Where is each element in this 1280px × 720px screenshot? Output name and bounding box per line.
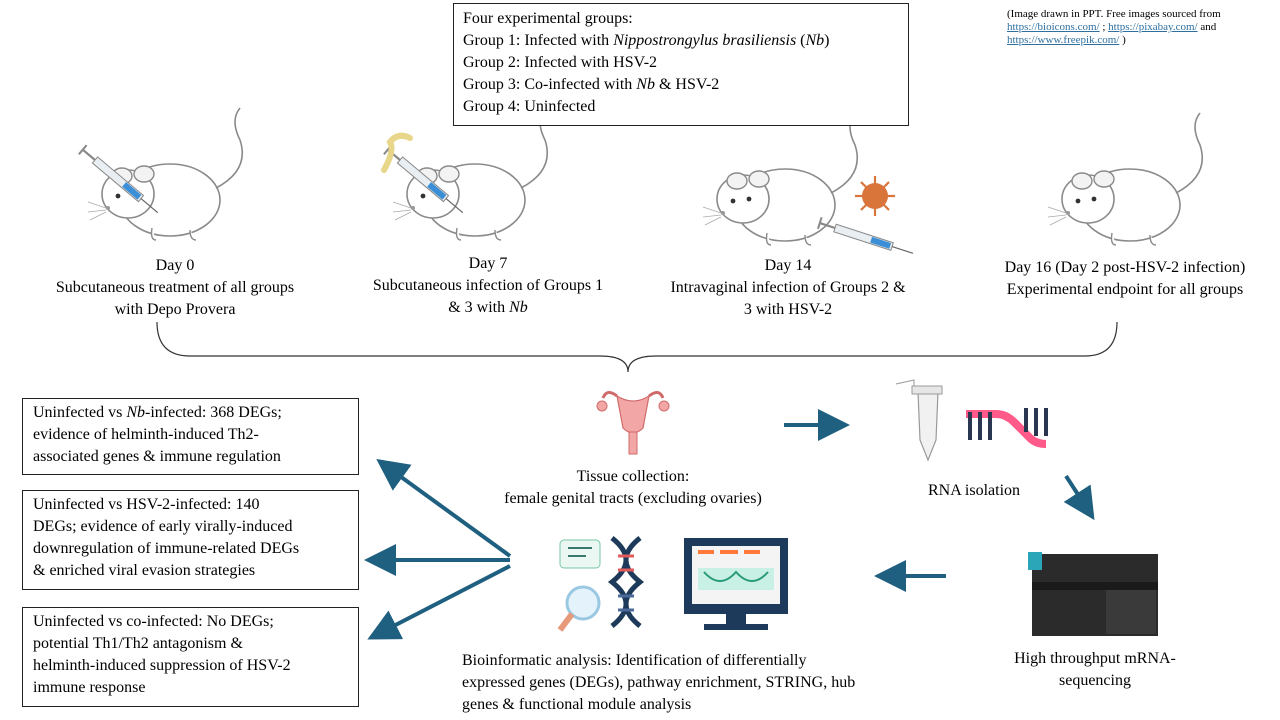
timeline-day7: Day 7 Subcutaneous infection of Groups 1… xyxy=(372,255,604,316)
group-2: Group 2: Infected with HSV-2 xyxy=(463,54,658,71)
mouse-day7-icon xyxy=(381,107,549,241)
group-1: Group 1: Infected with Nippostrongylus b… xyxy=(463,32,830,49)
group-4: Group 4: Uninfected xyxy=(463,98,596,115)
timeline-day0: Day 0 Subcutaneous treatment of all grou… xyxy=(55,257,295,318)
mouse-day14-icon xyxy=(702,112,916,261)
rna-isolation-label: RNA isolation xyxy=(928,482,1021,499)
experimental-groups-box: Four experimental groups: Group 1: Infec… xyxy=(453,3,909,126)
group-3: Group 3: Co-infected with Nb & HSV-2 xyxy=(463,76,720,93)
pixabay-link[interactable]: https://pixabay.com/ xyxy=(1108,21,1198,33)
result-box-hsv2: Uninfected vs HSV-2-infected: 140 DEGs; … xyxy=(22,490,359,590)
arrow-to-result-3 xyxy=(367,564,511,640)
arrow-rna-to-seq xyxy=(1063,474,1095,521)
uterus-icon xyxy=(596,391,670,455)
groups-title: Four experimental groups: xyxy=(463,10,633,27)
bioinformatic-analysis-label: Bioinformatic analysis: Identification o… xyxy=(462,652,856,713)
result-box-nb: Uninfected vs Nb-infected: 368 DEGs; evi… xyxy=(22,398,359,475)
timeline-day16: Day 16 (Day 2 post-HSV-2 infection) Expe… xyxy=(1004,259,1246,298)
dna-analysis-icon xyxy=(557,536,645,632)
mouse-day0-icon xyxy=(77,107,244,241)
timeline-brace xyxy=(156,321,1118,373)
tissue-collection-label: Tissue collection: female genital tracts… xyxy=(504,468,762,507)
sequencer-icon xyxy=(1028,552,1158,636)
bioicons-link[interactable]: https://bioicons.com/ xyxy=(1007,21,1100,33)
computer-monitor-icon xyxy=(684,538,788,630)
arrow-to-result-1 xyxy=(376,458,512,558)
mouse-day16-icon xyxy=(1047,112,1204,246)
timeline-day14: Day 14 Intravaginal infection of Groups … xyxy=(670,257,906,318)
image-credit: (Image drawn in PPT. Free images sourced… xyxy=(1007,8,1221,46)
freepik-link[interactable]: https://www.freepik.com/ xyxy=(1007,34,1120,46)
result-box-coinfected: Uninfected vs co-infected: No DEGs; pote… xyxy=(22,607,359,707)
rna-tube-icon xyxy=(895,379,943,462)
sequencing-label: High throughput mRNA- sequencing xyxy=(1014,650,1176,689)
rna-strand-icon xyxy=(966,408,1048,448)
